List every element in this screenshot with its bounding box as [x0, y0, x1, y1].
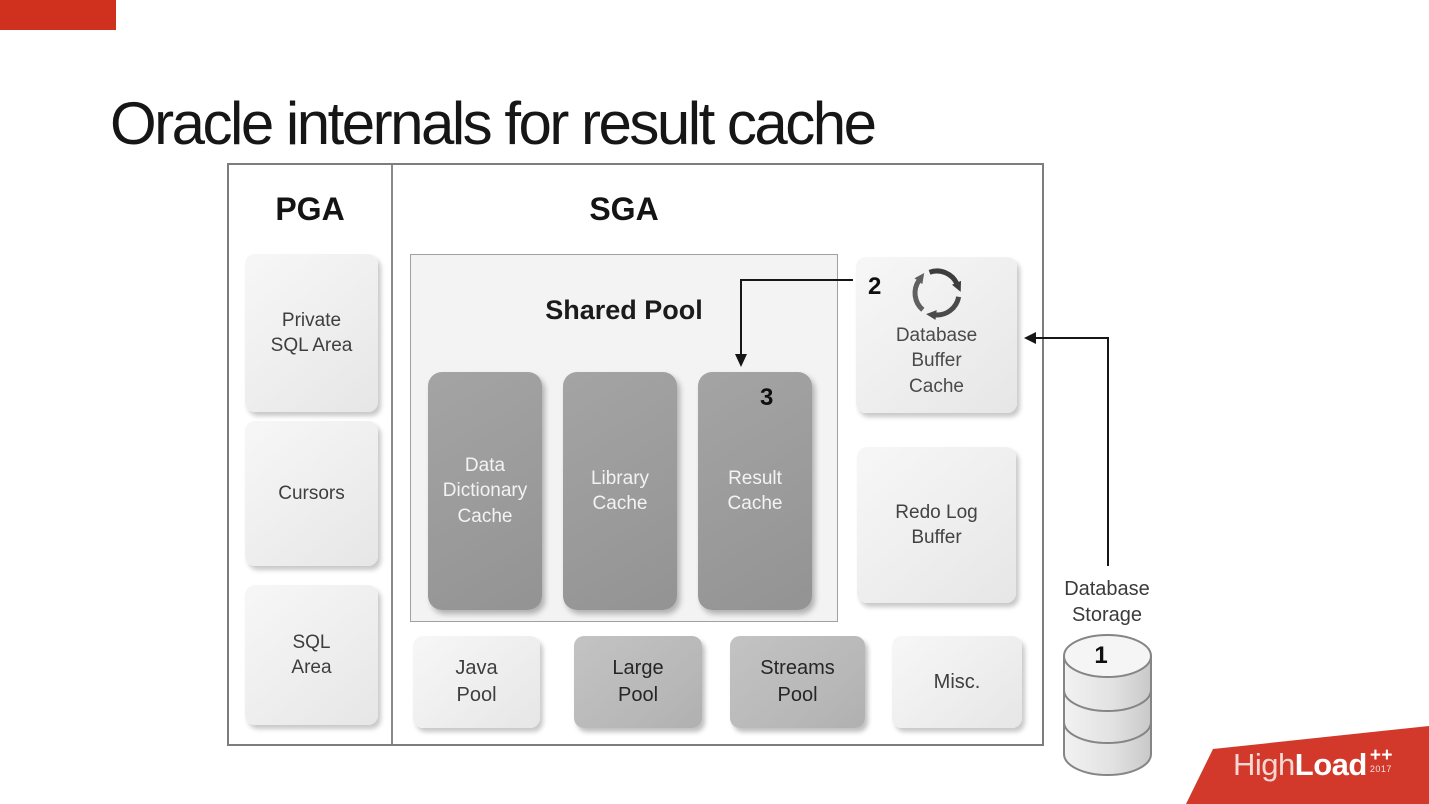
logo-suffix-block: ++ 2017 [1369, 745, 1394, 774]
pga-column: PGA [229, 165, 393, 744]
database-storage-label: Database Storage [1064, 578, 1150, 626]
box-label: Database Buffer Cache [895, 325, 978, 397]
slide-title: Oracle internals for result cache [110, 90, 877, 157]
highload-logo-shape [1186, 726, 1429, 804]
result-cache-box: Result Cache [698, 372, 812, 610]
redo-log-buffer-box: Redo Log Buffer [857, 447, 1016, 603]
database-cylinder-icon [1063, 634, 1152, 776]
oracle-memory-diagram: PGA Private SQL Area Cursors SQL Area SG… [227, 163, 1044, 746]
box-label: Large Pool [612, 657, 664, 706]
shared-pool-title: Shared Pool [545, 295, 703, 325]
box-label: Library Cache [590, 467, 650, 514]
step-1-badge: 1 [1094, 642, 1108, 669]
large-pool-box: Large Pool [574, 636, 702, 728]
box-label: Result Cache [727, 467, 783, 514]
logo-year: 2017 [1369, 764, 1392, 774]
box-label: Misc. [933, 670, 981, 693]
box-label: Java Pool [455, 657, 498, 706]
box-label: Redo Log Buffer [895, 501, 978, 548]
shared-pool-container: Shared Pool Data Dictionary Cache Librar… [410, 254, 838, 622]
database-buffer-cache-box: Database Buffer Cache [856, 257, 1017, 413]
top-left-accent-bar [0, 0, 116, 30]
logo-brand-light: High [1233, 747, 1295, 782]
box-label: Streams Pool [760, 657, 835, 706]
box-label: SQL Area [291, 631, 332, 678]
streams-pool-box: Streams Pool [730, 636, 865, 728]
logo-brand-bold: Load [1294, 747, 1368, 782]
library-cache-box: Library Cache [563, 372, 677, 610]
cursors-box: Cursors [245, 421, 378, 566]
private-sql-area-box: Private SQL Area [245, 254, 378, 412]
data-dictionary-cache-box: Data Dictionary Cache [428, 372, 542, 610]
box-label: Private SQL Area [270, 309, 353, 356]
sql-area-box: SQL Area [245, 585, 378, 725]
arrow-storage-to-buffer-cache [1036, 337, 1109, 566]
box-label: Cursors [278, 482, 345, 504]
misc-box: Misc. [892, 636, 1022, 728]
logo-plus-plus: ++ [1369, 745, 1394, 766]
step-2-badge: 2 [868, 273, 882, 300]
pga-heading: PGA [275, 191, 345, 227]
sga-heading: SGA [589, 191, 659, 227]
java-pool-box: Java Pool [413, 636, 540, 728]
refresh-cycle-icon [912, 268, 961, 320]
step-3-badge: 3 [760, 384, 774, 411]
box-label: Data Dictionary Cache [442, 455, 528, 527]
